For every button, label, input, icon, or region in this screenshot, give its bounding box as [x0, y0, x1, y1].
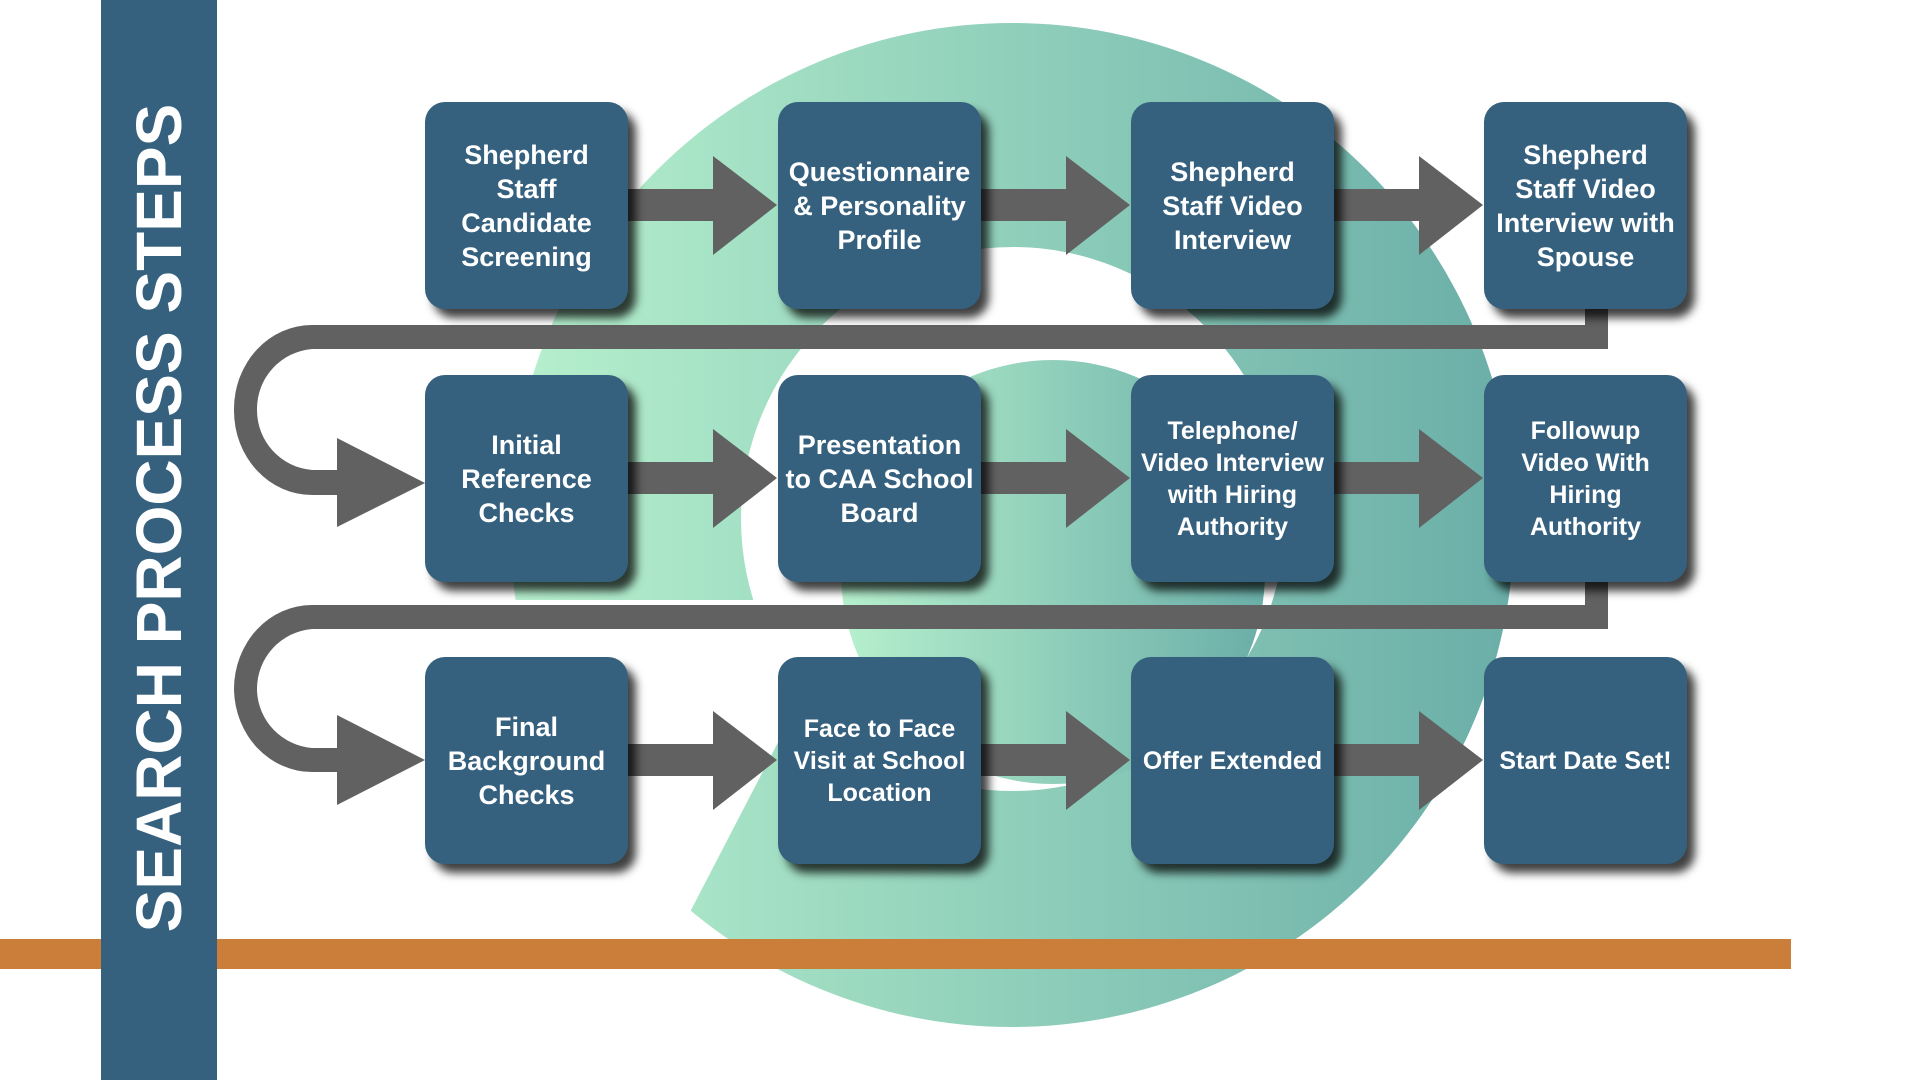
step-box-4: Shepherd Staff Video Interview with Spou…	[1484, 102, 1687, 309]
step-label: Shepherd Staff Video Interview with Spou…	[1496, 139, 1675, 272]
arrow-5-to-6	[628, 429, 777, 528]
connectors	[234, 156, 1608, 810]
arrow-3-to-4	[1334, 156, 1483, 255]
step-box-7: Telephone/ Video Interview with Hiring A…	[1131, 375, 1334, 582]
arrow-11-to-12	[1334, 711, 1483, 810]
step-label: Presentation to CAA School Board	[785, 429, 974, 528]
sidebar-banner	[101, 0, 217, 1080]
return-arrow-8-to-9	[234, 575, 1608, 805]
arrow-6-to-7	[981, 429, 1130, 528]
step-label: Initial Reference Checks	[461, 429, 592, 528]
step-label: Followup Video With Hiring Authority	[1521, 416, 1650, 541]
step-box-5: Initial Reference Checks	[425, 375, 628, 582]
step-box-11: Offer Extended	[1131, 657, 1334, 864]
step-box-12: Start Date Set!	[1484, 657, 1687, 864]
arrow-2-to-3	[981, 156, 1130, 255]
arrow-1-to-2	[628, 156, 777, 255]
step-box-10: Face to Face Visit at School Location	[778, 657, 981, 864]
step-box-3: Shepherd Staff Video Interview	[1131, 102, 1334, 309]
step-label: Start Date Set!	[1499, 746, 1672, 775]
page-title: SEARCH PROCESS STEPS	[123, 103, 195, 933]
step-label: Offer Extended	[1142, 746, 1323, 775]
step-box-8: Followup Video With Hiring Authority	[1484, 375, 1687, 582]
step-label: Questionnaire & Personality Profile	[788, 156, 971, 255]
step-label: Final Background Checks	[447, 711, 606, 810]
step-box-9: Final Background Checks	[425, 657, 628, 864]
step-label: Shepherd Staff Candidate Screening	[461, 139, 592, 272]
step-box-1: Shepherd Staff Candidate Screening	[425, 102, 628, 309]
arrow-7-to-8	[1334, 429, 1483, 528]
arrow-9-to-10	[628, 711, 777, 810]
swirl-logo-watermark	[510, 23, 1514, 1027]
step-box-6: Presentation to CAA School Board	[778, 375, 981, 582]
step-label: Shepherd Staff Video Interview	[1162, 156, 1303, 255]
step-box-2: Questionnaire & Personality Profile	[778, 102, 981, 309]
accent-bar	[0, 939, 1791, 969]
return-arrow-4-to-5	[234, 300, 1608, 527]
step-label: Face to Face Visit at School Location	[793, 714, 966, 807]
step-label: Telephone/ Video Interview with Hiring A…	[1141, 416, 1324, 541]
arrow-10-to-11	[981, 711, 1130, 810]
